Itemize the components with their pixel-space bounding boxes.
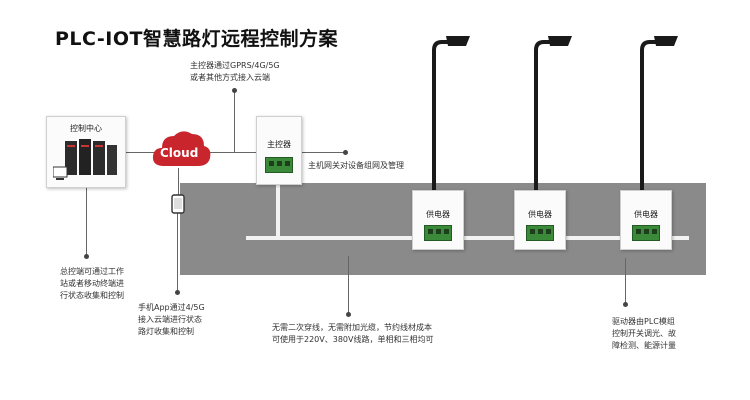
control-center-box[interactable]: 控制中心 bbox=[46, 116, 126, 188]
control-dot bbox=[84, 254, 89, 259]
note-uplink-line1: 主控器通过GPRS/4G/5G bbox=[190, 61, 280, 70]
note-uplink: 主控器通过GPRS/4G/5G 或者其他方式接入云端 bbox=[190, 60, 280, 84]
street-lamps bbox=[432, 36, 678, 200]
street-lamp-2-icon bbox=[534, 36, 572, 200]
power-unit-3-box[interactable]: 供电器 bbox=[620, 190, 672, 250]
note-driver: 驱动器由PLC模组 控制开关调光、故 障检测、能源计量 bbox=[612, 316, 676, 352]
gateway-leader bbox=[300, 152, 344, 153]
power-bus-feeder bbox=[276, 183, 280, 238]
circuit-board-icon bbox=[265, 157, 293, 173]
circuit-board-icon bbox=[424, 225, 452, 241]
power-unit-2-label: 供电器 bbox=[528, 210, 552, 219]
note-mobile-app: 手机App通过4/5G 接入云端进行状态 路灯收集和控制 bbox=[138, 302, 205, 338]
note-wiring: 无需二次穿线，无需附加光缆，节约线材成本 可使用于220V、380V线路，单相和… bbox=[272, 322, 433, 346]
note-app-line1: 手机App通过4/5G bbox=[138, 303, 205, 312]
power-unit-1-label: 供电器 bbox=[426, 210, 450, 219]
power-bus-main bbox=[246, 236, 689, 240]
wiring-leader bbox=[348, 256, 349, 314]
note-control-line3: 行状态收集和控制 bbox=[60, 291, 124, 300]
app-dot bbox=[175, 290, 180, 295]
circuit-board-icon bbox=[526, 225, 554, 241]
server-rack-icon bbox=[53, 139, 117, 180]
note-control-line1: 总控端可通过工作 bbox=[60, 267, 124, 276]
driver-dot bbox=[623, 302, 628, 307]
main-controller-label: 主控器 bbox=[267, 140, 291, 149]
main-controller-box[interactable]: 主控器 bbox=[256, 116, 302, 185]
cloud-icon bbox=[152, 131, 211, 166]
note-wiring-line2: 可使用于220V、380V线路，单相和三相均可 bbox=[272, 335, 434, 344]
note-gateway: 主机网关对设备组网及管理 bbox=[308, 161, 404, 170]
note-uplink-line2: 或者其他方式接入云端 bbox=[190, 73, 270, 82]
control-center-label: 控制中心 bbox=[70, 124, 102, 133]
power-unit-3-label: 供电器 bbox=[634, 210, 658, 219]
gateway-dot bbox=[343, 150, 348, 155]
note-app-line2: 接入云端进行状态 bbox=[138, 315, 202, 324]
note-driver-line1: 驱动器由PLC模组 bbox=[612, 317, 675, 326]
street-lamp-1-icon bbox=[432, 36, 470, 200]
note-app-line3: 路灯收集和控制 bbox=[138, 327, 194, 336]
note-driver-line2: 控制开关调光、故 bbox=[612, 329, 676, 338]
power-unit-1-box[interactable]: 供电器 bbox=[412, 190, 464, 250]
app-leader bbox=[177, 212, 178, 292]
page-title: PLC-IOT智慧路灯远程控制方案 bbox=[55, 28, 338, 50]
circuit-board-icon bbox=[632, 225, 660, 241]
link-center-cloud bbox=[124, 152, 156, 153]
note-control-terminal: 总控端可通过工作 站或者移动终端进 行状态收集和控制 bbox=[60, 266, 124, 302]
control-leader bbox=[86, 186, 87, 256]
link-cloud-main bbox=[208, 152, 258, 153]
driver-leader bbox=[625, 258, 626, 304]
wiring-dot bbox=[346, 312, 351, 317]
link-cloud-phone bbox=[178, 168, 179, 196]
uplink-dot bbox=[232, 88, 237, 93]
note-driver-line3: 障检测、能源计量 bbox=[612, 341, 676, 350]
mobile-phone-icon[interactable] bbox=[171, 194, 185, 214]
note-wiring-line1: 无需二次穿线，无需附加光缆，节约线材成本 bbox=[272, 323, 432, 332]
street-lamp-3-icon bbox=[640, 36, 678, 200]
uplink-leader bbox=[234, 90, 235, 152]
note-control-line2: 站或者移动终端进 bbox=[60, 279, 124, 288]
cloud-label: Cloud bbox=[160, 146, 199, 160]
power-unit-2-box[interactable]: 供电器 bbox=[514, 190, 566, 250]
